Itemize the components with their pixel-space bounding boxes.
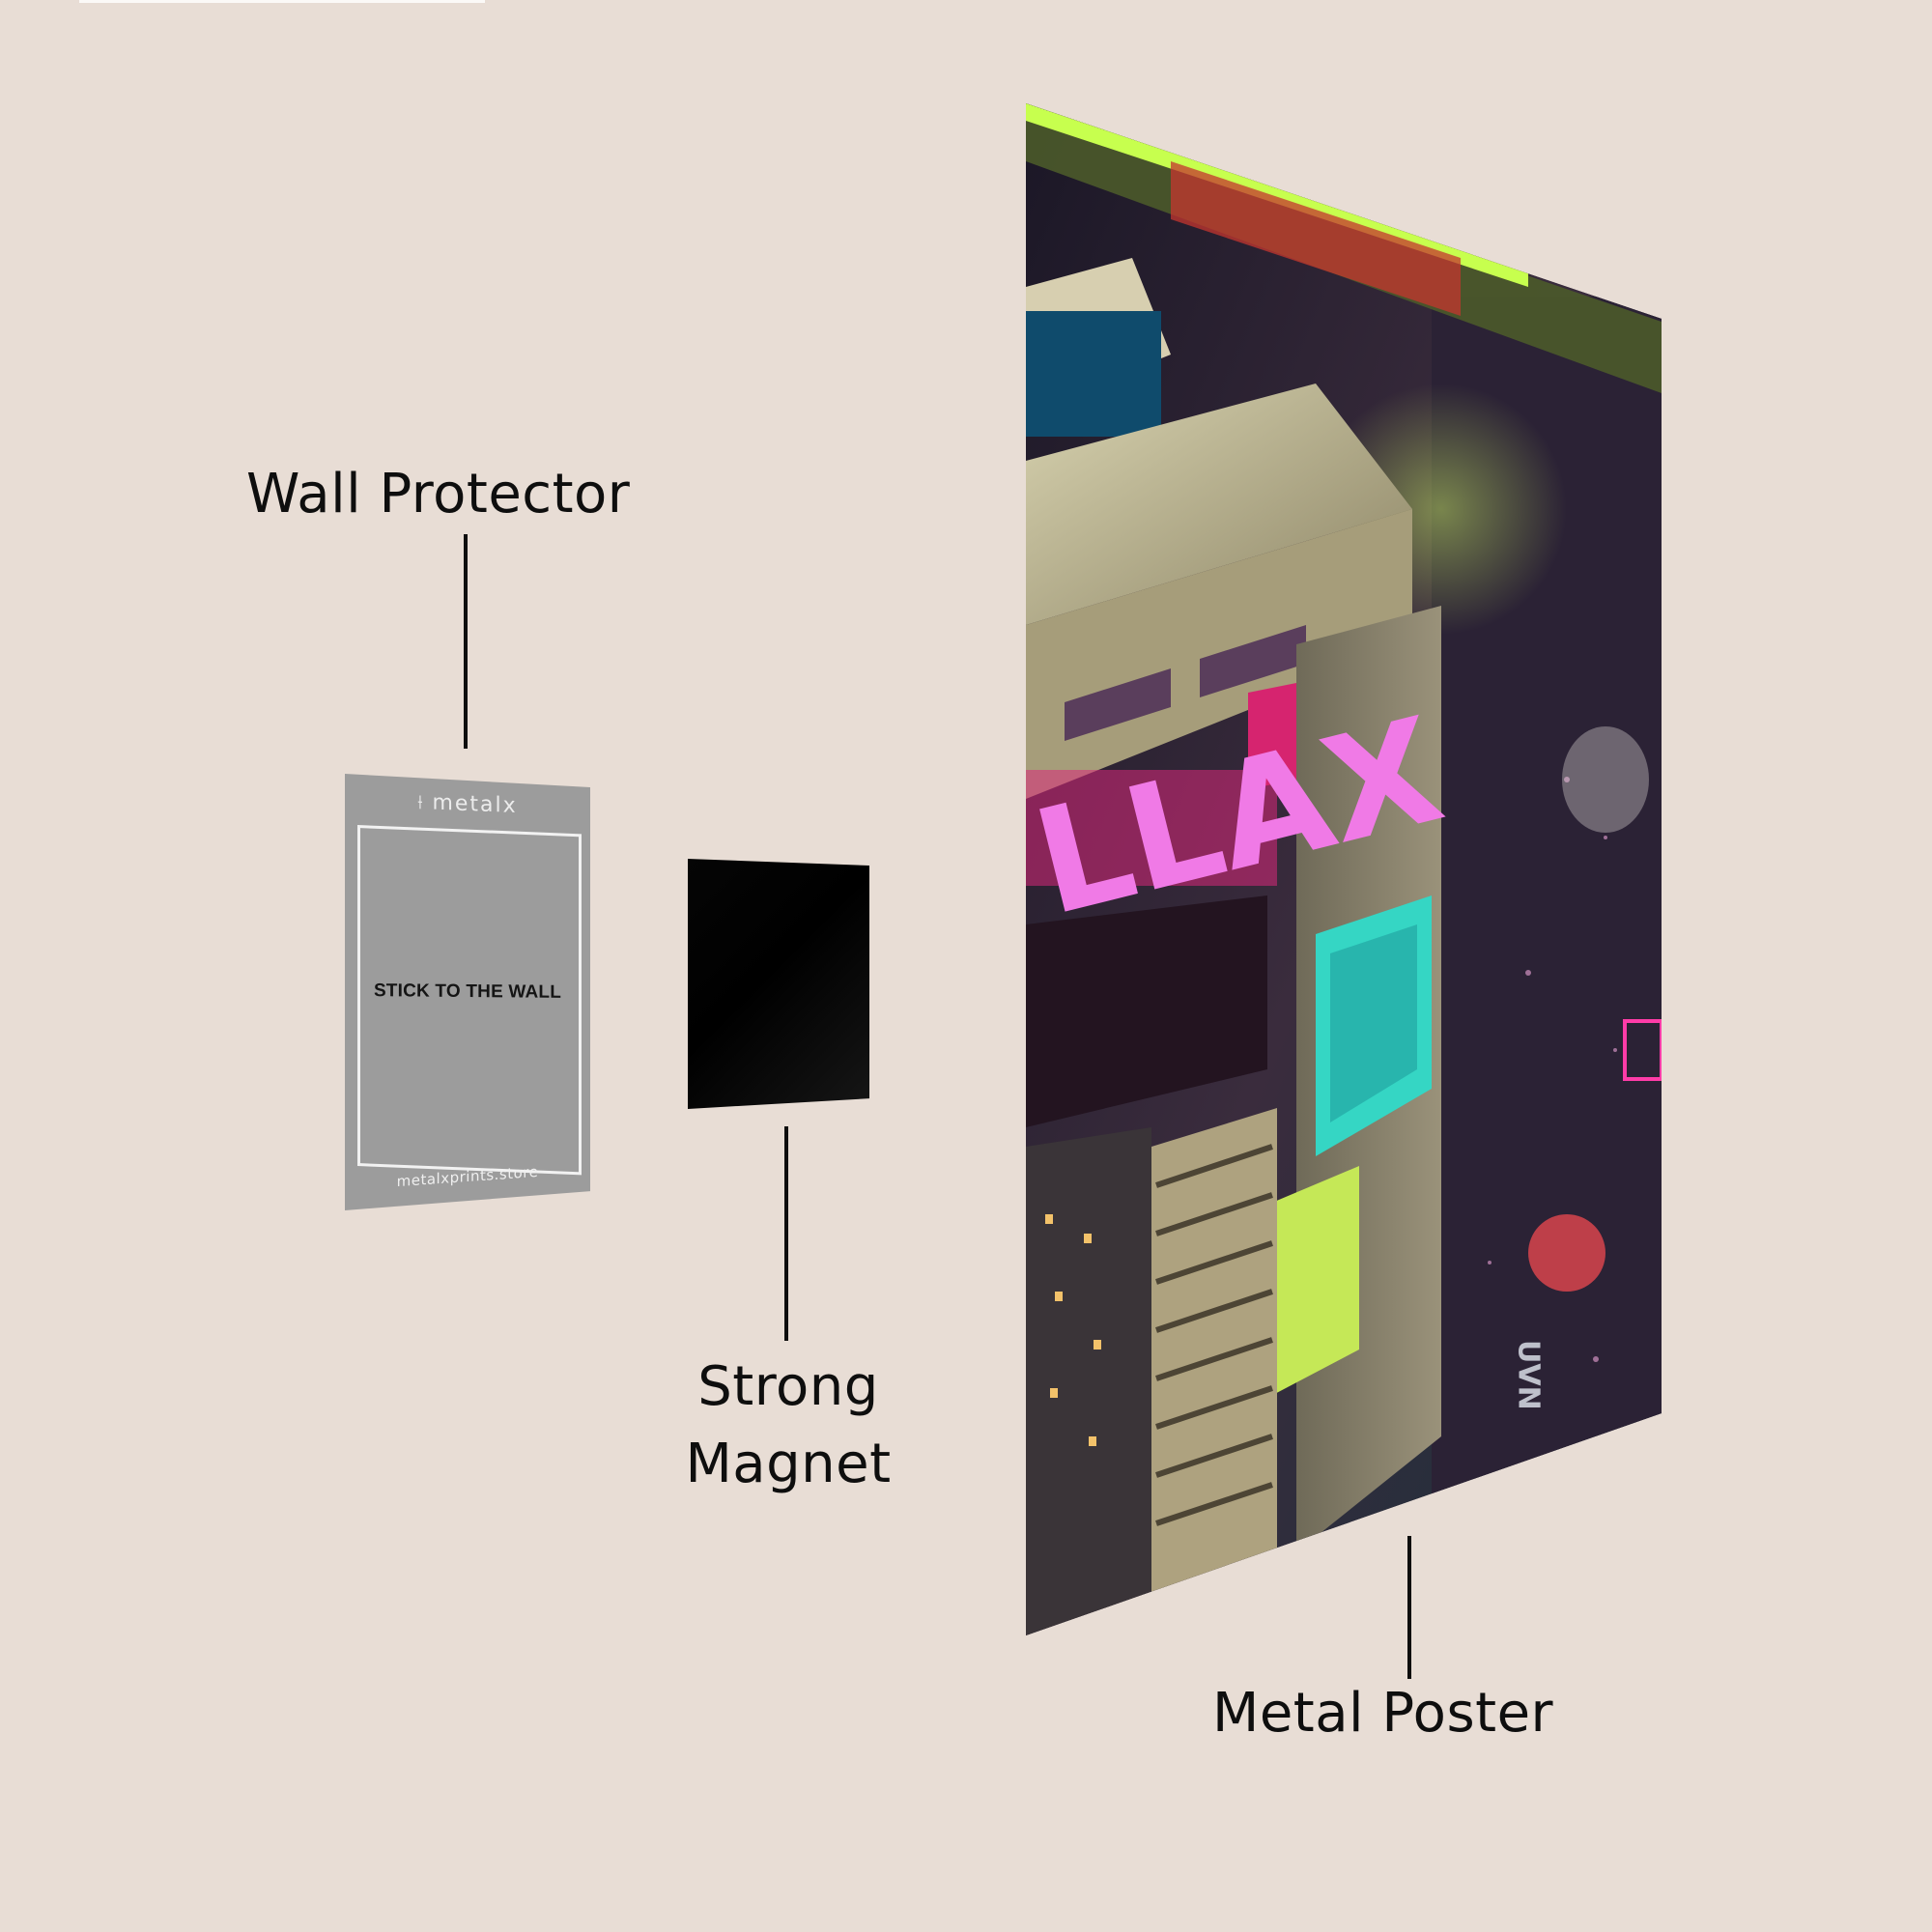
strong-magnet-leader-line [784,1126,788,1341]
strong-magnet-label-line1: Strong [697,1355,879,1418]
stick-to-wall-text: STICK TO THE WALL [373,980,562,1003]
wall-protector-card: ⟊metalx STICK TO THE WALL metalxprints.s… [345,774,590,1210]
metalx-logo-icon: ⟊ [417,789,425,814]
metalx-logo: ⟊ metalx [345,787,590,821]
metal-poster-artwork: LLAX com UVN [1026,103,1662,1635]
metal-poster-label: Metal Poster [1212,1682,1554,1745]
strong-magnet-label-line2: Magnet [685,1433,892,1495]
strong-magnet-label: Strong Magnet [667,1349,910,1503]
wall-protector-label: Wall Protector [246,463,631,526]
wall-protector-leader-line [464,534,468,749]
strong-magnet-plate [688,859,869,1109]
cyberpunk-city-illustration: LLAX com UVN [1026,103,1662,1635]
top-edge-strip [79,0,485,3]
metal-poster-leader-line [1407,1536,1411,1679]
svg-text:UVN: UVN [1512,1340,1546,1410]
metalx-logo-text: metalx [432,790,518,819]
